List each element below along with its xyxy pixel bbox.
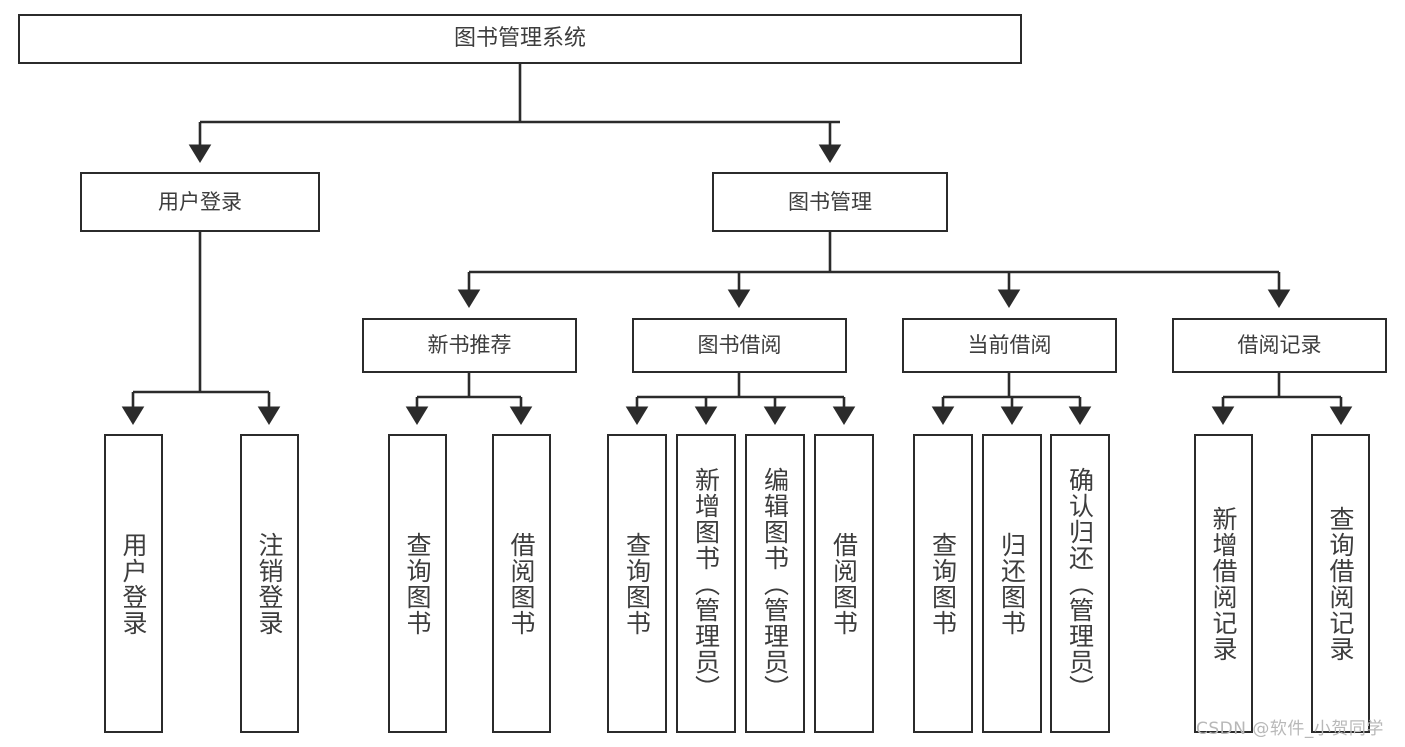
node-user-login[interactable]: 用户登录 — [80, 172, 320, 232]
node-label: 当前借阅 — [967, 333, 1052, 357]
node-label: 借阅图书 — [507, 531, 536, 636]
node-current-borrow[interactable]: 当前借阅 — [902, 318, 1117, 373]
node-new-book-recommend[interactable]: 新书推荐 — [362, 318, 577, 373]
csdn-watermark: CSDN @软件_小贺同学 — [1196, 719, 1384, 739]
node-label: 查询图书 — [622, 531, 652, 636]
node-borrow-record[interactable]: 借阅记录 — [1172, 318, 1387, 373]
leaf-borrow-record-add[interactable]: 新增借阅记录 — [1194, 434, 1253, 733]
leaf-book-borrow-query[interactable]: 查询图书 — [607, 434, 667, 733]
node-label: 归还图书 — [997, 531, 1027, 636]
node-label: 查询借阅记录 — [1326, 505, 1355, 662]
node-label: 图书借阅 — [697, 333, 782, 357]
node-book-borrow[interactable]: 图书借阅 — [632, 318, 847, 373]
node-label: 借阅记录 — [1237, 333, 1322, 357]
node-label: 查询图书 — [403, 531, 432, 636]
leaf-current-borrow-query[interactable]: 查询图书 — [913, 434, 973, 733]
leaf-current-borrow-return[interactable]: 归还图书 — [982, 434, 1042, 733]
node-label: 新增图书（管理员） — [691, 466, 721, 701]
node-label: 编辑图书（管理员） — [760, 466, 790, 701]
leaf-new-book-borrow[interactable]: 借阅图书 — [492, 434, 551, 733]
node-label: 用户登录 — [119, 531, 148, 636]
leaf-book-borrow-edit[interactable]: 编辑图书（管理员） — [745, 434, 805, 733]
node-label: 新书推荐 — [427, 333, 512, 357]
leaf-current-borrow-confirm-return[interactable]: 确认归还（管理员） — [1050, 434, 1110, 733]
node-label: 确认归还（管理员） — [1065, 466, 1095, 701]
node-label: 图书管理系统 — [453, 26, 586, 51]
node-label: 用户登录 — [158, 189, 242, 214]
node-label: 查询图书 — [928, 531, 958, 636]
leaf-user-login-login[interactable]: 用户登录 — [104, 434, 163, 733]
node-book-management[interactable]: 图书管理 — [712, 172, 948, 232]
leaf-book-borrow-add[interactable]: 新增图书（管理员） — [676, 434, 736, 733]
node-root-system[interactable]: 图书管理系统 — [18, 14, 1022, 64]
leaf-book-borrow-borrow[interactable]: 借阅图书 — [814, 434, 874, 733]
leaf-new-book-query[interactable]: 查询图书 — [388, 434, 447, 733]
node-label: 新增借阅记录 — [1209, 505, 1238, 662]
node-label: 注销登录 — [255, 531, 284, 636]
leaf-borrow-record-query[interactable]: 查询借阅记录 — [1311, 434, 1370, 733]
leaf-user-login-logout[interactable]: 注销登录 — [240, 434, 299, 733]
node-label: 借阅图书 — [829, 531, 859, 636]
node-label: 图书管理 — [788, 189, 872, 214]
